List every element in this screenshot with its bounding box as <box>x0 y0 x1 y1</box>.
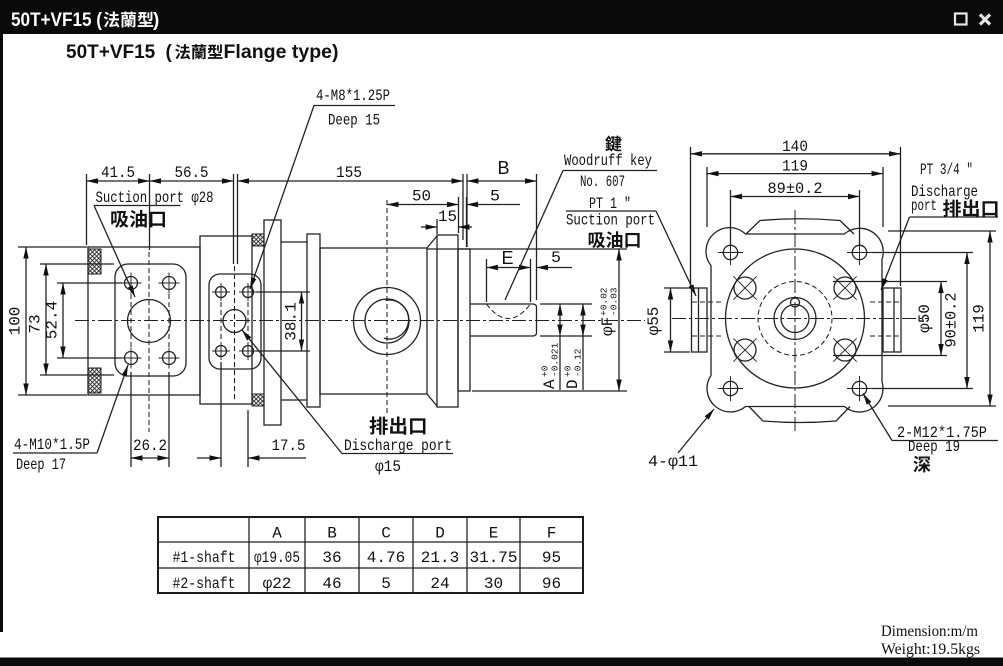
svg-text:+0: +0 <box>563 365 574 377</box>
svg-text:4-M8*1.25P: 4-M8*1.25P <box>316 87 390 105</box>
svg-text:A: A <box>272 525 282 543</box>
svg-text:#2-shaft: #2-shaft <box>173 575 236 593</box>
svg-text:Discharge port: Discharge port <box>344 437 452 455</box>
svg-text:No. 607: No. 607 <box>580 173 625 191</box>
svg-text:(: ( <box>166 42 173 63</box>
svg-text:95: 95 <box>542 549 561 567</box>
svg-text:Discharge: Discharge <box>911 183 978 201</box>
svg-text:Suction port: Suction port <box>566 212 655 230</box>
svg-text:PT 3/4 ": PT 3/4 " <box>920 161 973 179</box>
svg-text:5: 5 <box>381 575 391 593</box>
svg-text:E: E <box>489 525 499 543</box>
svg-text:89±0.2: 89±0.2 <box>768 180 823 198</box>
svg-text:φ15: φ15 <box>375 458 401 476</box>
svg-text:5: 5 <box>551 249 561 267</box>
svg-text:A: A <box>541 379 559 389</box>
svg-text:24: 24 <box>430 575 449 593</box>
svg-text:17.5: 17.5 <box>272 437 306 455</box>
svg-text:2-M12*1.75P: 2-M12*1.75P <box>897 424 987 442</box>
svg-text:B: B <box>327 525 337 543</box>
svg-text:15: 15 <box>438 208 457 226</box>
svg-text:φ22: φ22 <box>263 575 292 593</box>
svg-text:4-M10*1.5P: 4-M10*1.5P <box>14 436 90 454</box>
svg-text:Suction port φ28: Suction port φ28 <box>96 189 214 207</box>
svg-text:): ) <box>153 10 159 31</box>
svg-text:52.4: 52.4 <box>44 301 62 339</box>
svg-text:50: 50 <box>412 188 431 206</box>
svg-text:21.3: 21.3 <box>421 549 459 567</box>
svg-text:#1-shaft: #1-shaft <box>173 549 236 567</box>
svg-text:Flange type): Flange type) <box>224 42 339 63</box>
svg-text:-0.021: -0.021 <box>550 342 561 377</box>
svg-text:-0.03: -0.03 <box>609 287 620 316</box>
svg-text:φ19.05: φ19.05 <box>254 549 300 567</box>
svg-text:50T+VF15 (: 50T+VF15 ( <box>11 10 103 31</box>
svg-text:155: 155 <box>336 164 362 182</box>
svg-text:Deep 15: Deep 15 <box>328 112 380 130</box>
svg-text:Dimension:m/m: Dimension:m/m <box>881 623 979 640</box>
svg-text:90±0.2: 90±0.2 <box>943 293 961 348</box>
svg-text:port: port <box>911 197 937 215</box>
svg-text:+0: +0 <box>540 365 551 377</box>
svg-text:31.75: 31.75 <box>469 549 517 567</box>
svg-text:Deep 17: Deep 17 <box>16 456 66 474</box>
svg-text:50T+VF15: 50T+VF15 <box>66 42 156 63</box>
svg-text:140: 140 <box>782 138 808 156</box>
svg-text:26.2: 26.2 <box>133 437 167 455</box>
svg-text:Weight:19.5kgs: Weight:19.5kgs <box>881 641 980 658</box>
svg-text:B: B <box>497 158 509 178</box>
svg-text:36: 36 <box>322 549 341 567</box>
svg-text:D: D <box>564 379 582 389</box>
svg-text:119: 119 <box>971 304 989 333</box>
svg-text:4.76: 4.76 <box>367 549 405 567</box>
svg-text:46: 46 <box>322 575 341 593</box>
svg-text:-0.12: -0.12 <box>573 348 584 377</box>
svg-text:PT 1 ": PT 1 " <box>589 195 631 213</box>
svg-text:4-φ11: 4-φ11 <box>648 453 698 471</box>
svg-text:E: E <box>501 248 513 268</box>
svg-text:73: 73 <box>27 314 45 333</box>
svg-text:56.5: 56.5 <box>175 164 209 182</box>
svg-text:φ50: φ50 <box>916 304 934 333</box>
svg-text:φF: φF <box>599 317 617 336</box>
svg-text:38.1: 38.1 <box>283 302 301 340</box>
svg-text:Deep 19: Deep 19 <box>908 438 960 456</box>
svg-text:D: D <box>435 525 445 543</box>
svg-text:C: C <box>381 525 391 543</box>
svg-text:Woodruff key: Woodruff key <box>564 152 652 170</box>
svg-text:96: 96 <box>542 575 561 593</box>
svg-text:F: F <box>547 525 557 543</box>
svg-text:41.5: 41.5 <box>101 164 135 182</box>
svg-text:φ55: φ55 <box>645 307 663 336</box>
svg-text:+0.02: +0.02 <box>599 287 610 316</box>
svg-text:100: 100 <box>7 307 25 336</box>
svg-text:119: 119 <box>782 158 808 176</box>
svg-text:30: 30 <box>484 575 503 593</box>
svg-text:5: 5 <box>490 188 500 206</box>
